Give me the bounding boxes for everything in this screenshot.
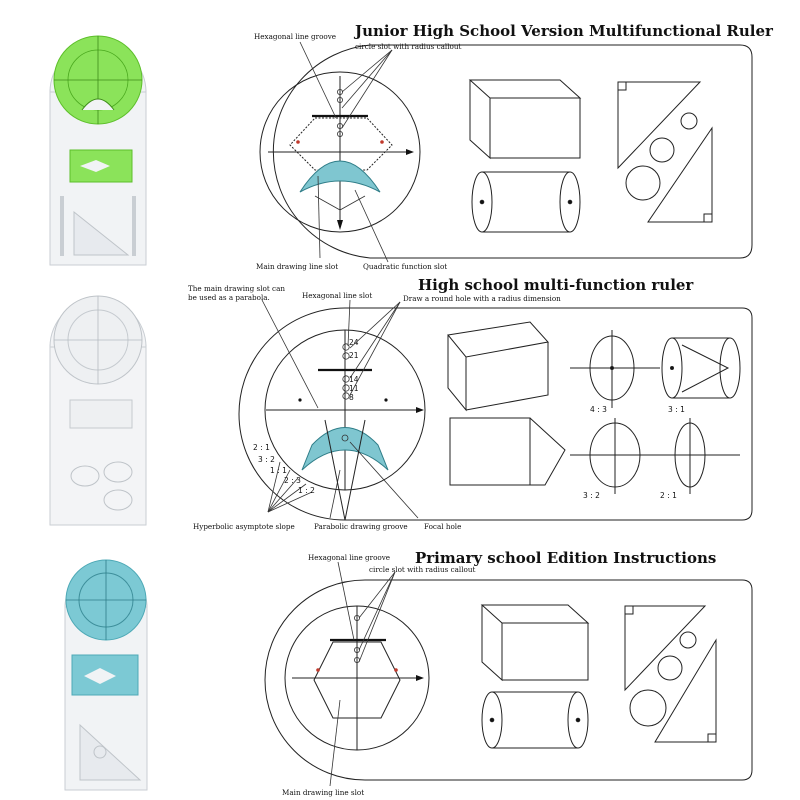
panel-2-cone xyxy=(661,337,741,399)
panel-3-cylinder xyxy=(481,691,589,749)
slope-ratio-4: 2 : 3 xyxy=(284,476,301,485)
panel-1-ruler-outline xyxy=(272,44,753,259)
label-hexagonal-groove-3: Hexagonal line groove xyxy=(308,553,390,562)
label-parabola-note-2: be used as a parabola. xyxy=(188,293,270,302)
slope-ratio-1: 2 : 1 xyxy=(253,443,270,452)
shape-ratio-2: 3 : 1 xyxy=(668,405,685,414)
label-main-slot: Main drawing line slot xyxy=(256,262,338,271)
panel-2-ruler-outline xyxy=(238,307,753,521)
hole-number-5: 8 xyxy=(349,393,354,402)
label-parabola-note-1: The main drawing slot can xyxy=(188,284,285,293)
panel-3-cube xyxy=(480,604,590,682)
panel-3-callout-lines xyxy=(329,561,396,787)
ruler-cyan-photo xyxy=(64,559,148,791)
hole-number-3: 14 xyxy=(349,375,359,384)
panel-1-diagram: Junior High School Version Multifunction… xyxy=(254,22,774,271)
shape-ratio-3: 3 : 2 xyxy=(583,491,600,500)
label-hexagonal-groove: Hexagonal line groove xyxy=(254,32,336,41)
panel-1-callout-lines xyxy=(299,41,393,263)
panel-2-cuboid xyxy=(447,321,549,412)
panel-3-ruler-outline xyxy=(264,579,753,781)
label-hyperbolic-slope: Hyperbolic asymptote slope xyxy=(193,522,295,531)
panel-3-set-squares xyxy=(624,605,717,743)
panel-2-diagram: High school multi-function ruler 24 21 1… xyxy=(188,276,753,531)
hole-number-1: 24 xyxy=(349,338,359,347)
shape-ratio-4: 2 : 1 xyxy=(660,491,677,500)
label-main-slot-3: Main drawing line slot xyxy=(282,788,364,797)
label-hexagonal-slot: Hexagonal line slot xyxy=(302,291,372,300)
label-round-hole: Draw a round hole with a radius dimensio… xyxy=(403,294,561,303)
ruler-clear-photo xyxy=(49,295,147,526)
panel-2-title: High school multi-function ruler xyxy=(418,276,694,294)
ruler-green-photo xyxy=(49,35,147,266)
panel-1-title: Junior High School Version Multifunction… xyxy=(353,22,774,40)
shape-ratio-1: 4 : 3 xyxy=(590,405,607,414)
panel-2-callout-lines xyxy=(261,299,419,521)
label-circle-slot-3: circle slot with radius callout xyxy=(369,565,475,574)
slope-ratio-3: 1 : 1 xyxy=(270,466,287,475)
panel-2-ellipses xyxy=(570,330,740,494)
panel-2-hole-markers xyxy=(342,343,350,400)
label-quadratic-slot: Quadratic function slot xyxy=(363,262,447,271)
label-focal-hole: Focal hole xyxy=(424,522,461,531)
panel-1-set-squares xyxy=(617,81,713,223)
panel-3-diagram: Primary school Edition Instructions Hexa… xyxy=(264,549,753,797)
panel-1-cube xyxy=(468,79,582,160)
panel-1-cylinder xyxy=(471,171,581,233)
panel-1-main-circle xyxy=(259,71,421,233)
panel-3-title: Primary school Edition Instructions xyxy=(415,549,716,567)
slope-ratio-2: 3 : 2 xyxy=(258,455,275,464)
label-circle-slot: circle slot with radius callout xyxy=(355,42,461,51)
label-parabolic-groove: Parabolic drawing groove xyxy=(314,522,408,531)
slope-ratio-5: 1 : 2 xyxy=(298,486,315,495)
panel-2-prism xyxy=(449,417,566,486)
hole-number-2: 21 xyxy=(349,351,359,360)
